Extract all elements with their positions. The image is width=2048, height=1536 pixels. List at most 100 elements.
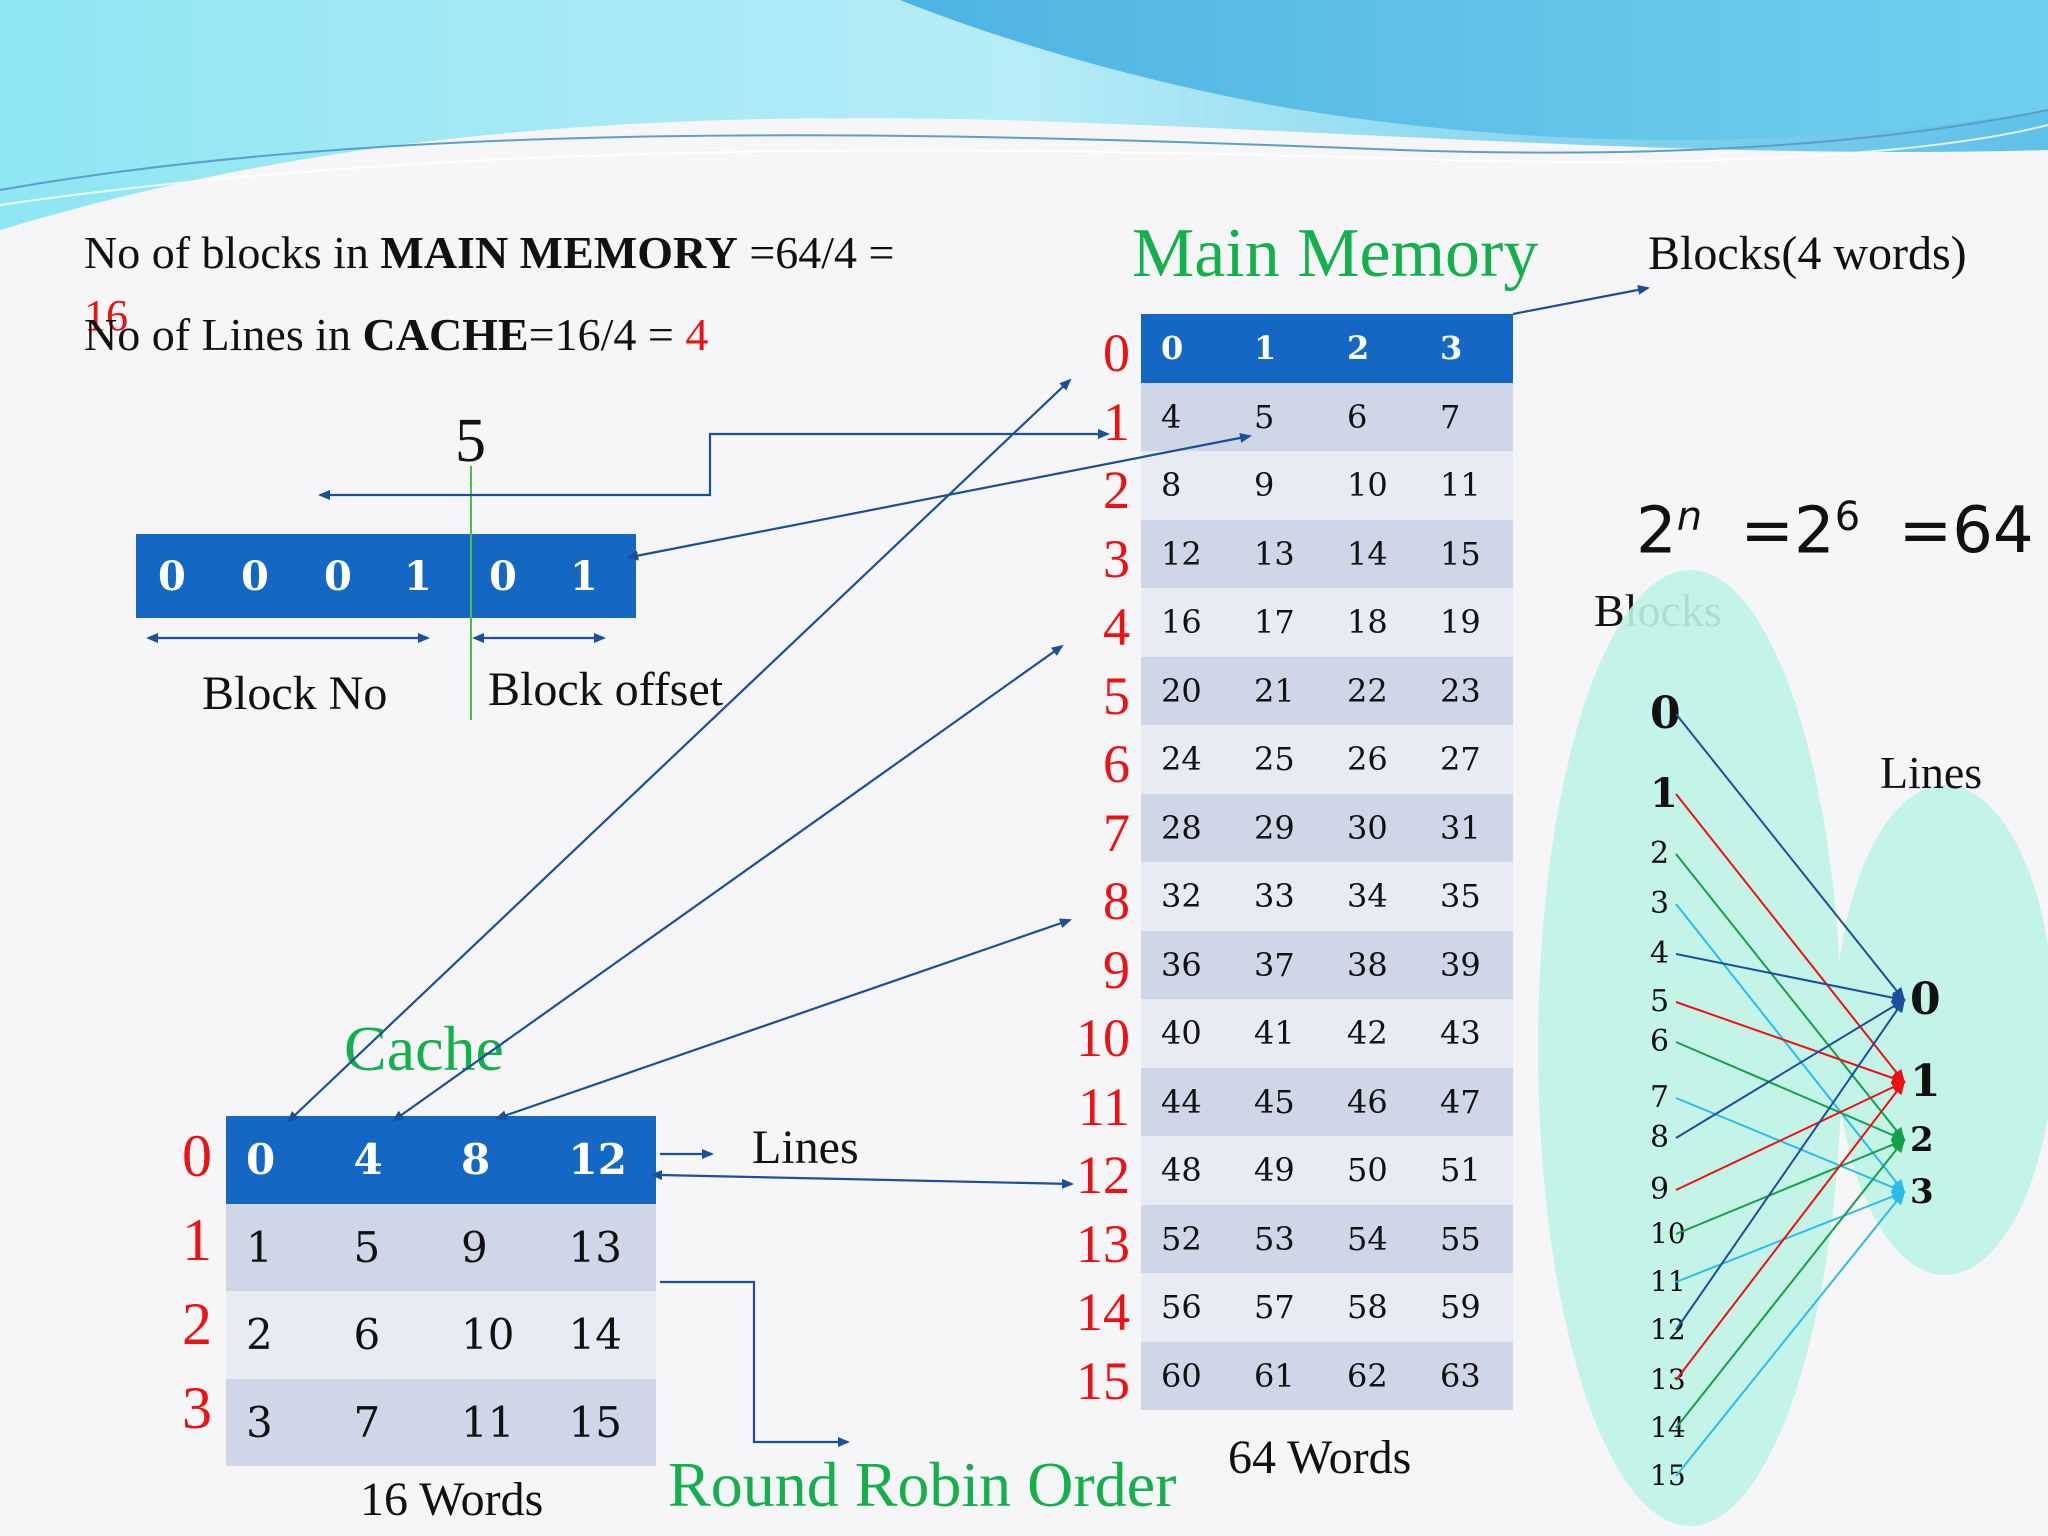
table-cell: 11 [1420,451,1513,520]
table-cell: 37 [1234,930,1327,999]
table-cell: 25 [1234,725,1327,794]
table-cell: 43 [1420,999,1513,1068]
blocks-count-text: No of blocks in MAIN MEMORY =64/4 = [84,227,895,278]
mapping-lines-label: Lines [1880,747,1983,798]
table-cell: 13 [1234,519,1327,588]
mapping-block-label: 6 [1650,1024,1670,1059]
table-cell: 7 [333,1378,441,1466]
table-cell: 6 [333,1291,441,1379]
table-header-cell: 4 [333,1116,441,1204]
table-cell: 42 [1327,999,1420,1068]
table-header-cell: 2 [1327,314,1420,383]
mapping-block-label: 7 [1650,1080,1670,1115]
table-cell: 9 [441,1203,549,1291]
table-cell: 2 [226,1291,334,1379]
table-cell: 62 [1327,1341,1420,1410]
memory-block-index: 12 [1076,1145,1130,1205]
table-cell: 46 [1327,1067,1420,1136]
main-memory-title: Main Memory [1132,215,1539,292]
table-cell: 40 [1141,999,1234,1068]
block-offset-label: Block offset [488,663,724,716]
table-cell: 13 [548,1203,656,1291]
round-robin-order-label: Round Robin Order [668,1449,1177,1520]
table-cell: 29 [1234,793,1327,862]
table-cell: 59 [1420,1273,1513,1342]
table-cell: 56 [1141,1273,1234,1342]
table-cell: 49 [1234,1136,1327,1205]
mapping-line-label: 0 [1910,974,1941,1025]
table-cell: 63 [1420,1341,1513,1410]
table-header-cell: 3 [1420,314,1513,383]
table-cell: 10 [441,1291,549,1379]
table-cell: 15 [1420,519,1513,588]
table-cell: 3 [226,1378,334,1466]
table-cell: 54 [1327,1204,1420,1273]
memory-block-index: 2 [1103,460,1130,520]
table-cell: 10 [1327,451,1420,520]
table-cell: 53 [1234,1204,1327,1273]
table-cell: 7 [1420,382,1513,451]
table-cell: 55 [1420,1204,1513,1273]
table-header-cell: 0 [1141,314,1234,383]
table-cell: 1 [226,1203,334,1291]
table-cell: 14 [548,1291,656,1379]
table-cell: 24 [1141,725,1234,794]
table-cell: 22 [1327,656,1420,725]
table-cell: 36 [1141,930,1234,999]
table-cell: 60 [1141,1341,1234,1410]
memory-block-index: 8 [1103,871,1130,931]
table-cell: 45 [1234,1067,1327,1136]
address-bit: 0 [324,552,352,600]
memory-block-index: 7 [1103,802,1130,863]
table-cell: 14 [1327,519,1420,588]
table-cell: 33 [1234,862,1327,931]
mapping-line-label: 2 [1910,1120,1934,1160]
block-no-label: Block No [202,667,388,720]
mapping-line-label: 1 [1910,1056,1941,1107]
address-bit: 0 [241,552,269,600]
address-bit: 0 [489,552,517,600]
mapping-block-label: 2 [1650,836,1670,871]
table-cell: 12 [1141,519,1234,588]
memory-block-index: 14 [1076,1282,1130,1342]
memory-block-index: 3 [1103,528,1130,589]
table-cell: 30 [1327,793,1420,862]
memory-block-index: 1 [1103,391,1130,452]
memory-block-index: 15 [1076,1350,1130,1411]
address-bits-bar: 0 0 0 1 0 1 [136,534,636,618]
cache-line-index: 2 [182,1291,212,1357]
address-bit: 1 [570,552,598,600]
memory-block-index: 5 [1103,665,1130,726]
mapping-block-label: 12 [1650,1313,1686,1347]
table-cell: 18 [1327,588,1420,657]
blocks-4-words-label: Blocks(4 words) [1648,227,1967,280]
table-cell: 15 [548,1378,656,1466]
memory-block-index: 0 [1103,323,1130,383]
table-cell: 27 [1420,725,1513,794]
table-cell: 17 [1234,588,1327,657]
table-cell: 5 [333,1203,441,1291]
mapping-block-label: 14 [1650,1411,1686,1445]
mapping-block-label: 3 [1650,886,1670,921]
table-cell: 39 [1420,930,1513,999]
table-cell: 51 [1420,1136,1513,1205]
mapping-block-label: 15 [1650,1459,1686,1493]
cache-line-index: 3 [182,1375,212,1441]
table-cell: 26 [1327,725,1420,794]
memory-block-index: 9 [1103,939,1130,1000]
blocks-formula: 2n =26 =64 [1636,494,2034,569]
table-cell: 20 [1141,656,1234,725]
mapping-block-label: 9 [1650,1172,1670,1207]
table-cell: 61 [1234,1341,1327,1410]
blocks-count-value: 16 [84,291,128,340]
table-cell: 8 [1141,451,1234,520]
mapping-block-label: 10 [1650,1217,1686,1251]
memory-block-index: 11 [1078,1076,1130,1137]
memory-block-index: 6 [1103,734,1130,794]
table-header-cell: 1 [1234,314,1327,383]
lines-count-text: No of Lines in CACHE=16/4 = 4 [84,309,709,360]
table-cell: 38 [1327,930,1420,999]
table-cell: 6 [1327,382,1420,451]
cache-lines-label: Lines [752,1121,859,1174]
